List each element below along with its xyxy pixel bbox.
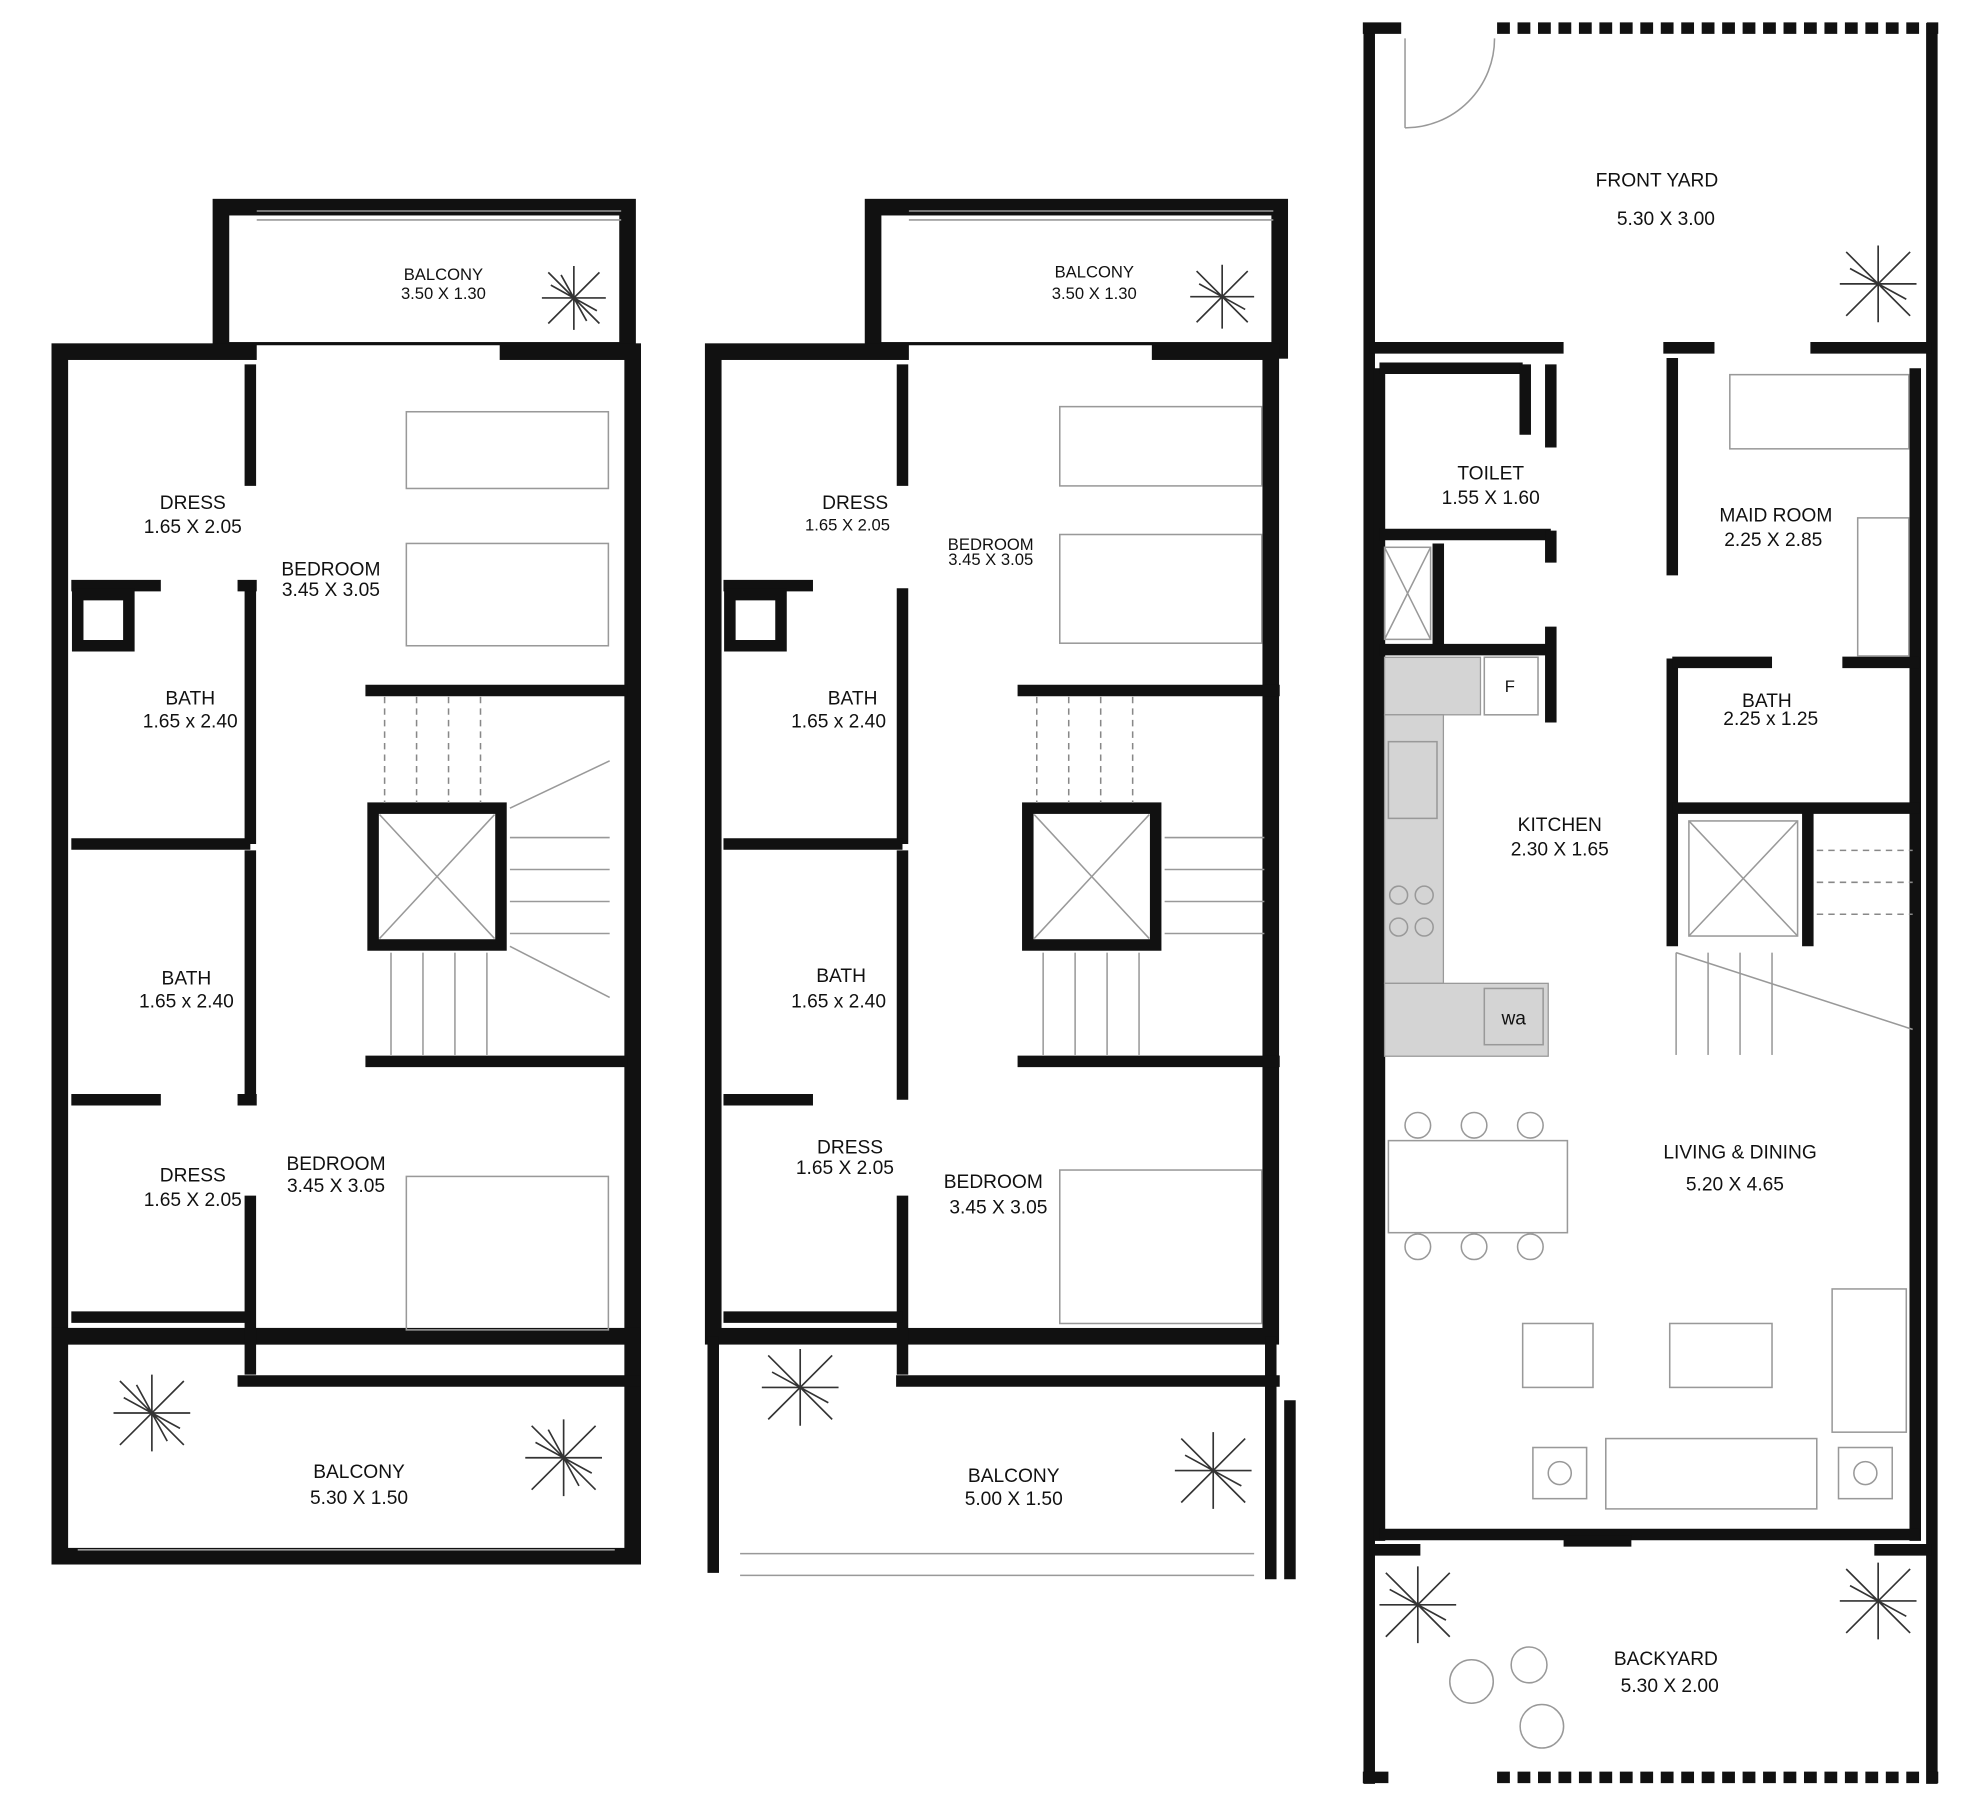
room-name: DRESS — [160, 1166, 226, 1187]
room-size: 3.45 X 3.05 — [949, 1198, 1047, 1219]
planters — [761, 264, 1255, 1509]
room-name: BATH — [165, 689, 215, 710]
room-labels: FRONT YARD 5.30 X 3.00 TOILET 1.55 X 1.6… — [1442, 171, 1833, 1697]
room-labels: BALCONY 3.50 X 1.30 DRESS 1.65 X 2.05 BE… — [791, 262, 1137, 1510]
beds — [1059, 405, 1263, 1325]
fridge-label: F — [1505, 677, 1515, 696]
plan-ground: F wa — [1362, 22, 1939, 1784]
room-name: BALCONY — [968, 1466, 1060, 1487]
room-size: 2.25 X 2.85 — [1724, 530, 1822, 551]
room-name: BATH — [828, 689, 878, 710]
room-name: TOILET — [1457, 464, 1524, 485]
room-size: 1.65 X 2.05 — [144, 1190, 242, 1211]
room-size: 1.65 X 2.05 — [144, 517, 242, 538]
room-size: 1.65 X 2.05 — [796, 1158, 894, 1179]
dining-table — [1387, 1111, 1569, 1261]
interior-walls — [723, 364, 1280, 1387]
room-name: BALCONY — [404, 265, 483, 284]
room-size: 3.45 X 3.05 — [282, 580, 380, 601]
bottom-balcony-wall — [51, 1327, 641, 1565]
room-name: BALCONY — [1055, 262, 1134, 281]
room-name: BEDROOM — [944, 1172, 1043, 1193]
room-name: LIVING & DINING — [1663, 1143, 1816, 1164]
interior-walls — [71, 364, 641, 1387]
staircase — [1035, 696, 1265, 1055]
kitchen-counter: F wa — [1383, 656, 1549, 1057]
room-size: 5.20 X 4.65 — [1686, 1174, 1784, 1195]
room-size: 5.30 X 3.00 — [1617, 209, 1715, 230]
room-name: BEDROOM — [286, 1154, 385, 1175]
interior-walls — [1369, 342, 1932, 1556]
room-name: KITCHEN — [1518, 815, 1602, 836]
room-name: BALCONY — [313, 1462, 405, 1483]
room-name: DRESS — [817, 1137, 883, 1158]
room-name: BACKYARD — [1614, 1649, 1718, 1670]
room-size: 5.30 X 1.50 — [310, 1488, 408, 1509]
room-size: 1.65 x 2.40 — [791, 712, 886, 733]
room-size: 5.30 X 2.00 — [1621, 1676, 1719, 1697]
plan-upper-a: BALCONY 3.50 X 1.30 DRESS 1.65 X 2.05 BE… — [51, 198, 641, 1565]
room-name: FRONT YARD — [1596, 171, 1719, 192]
room-name: DRESS — [160, 493, 226, 514]
room-name: BEDROOM — [281, 559, 380, 580]
beds — [405, 410, 610, 1331]
elevator-shaft — [1022, 802, 1162, 951]
beds — [1729, 373, 1910, 657]
planters — [113, 265, 606, 1497]
staircase — [1675, 849, 1913, 1055]
planters — [1379, 245, 1917, 1749]
room-size: 1.65 x 2.40 — [139, 992, 234, 1013]
room-name: BATH — [816, 966, 866, 987]
room-size: 2.30 X 1.65 — [1511, 839, 1609, 860]
room-size: 3.50 X 1.30 — [401, 284, 486, 303]
room-name: BATH — [1742, 691, 1792, 712]
room-size: 3.45 X 3.05 — [948, 550, 1033, 569]
room-size: 2.25 x 1.25 — [1723, 709, 1818, 730]
elevator-shaft — [367, 802, 507, 951]
room-size: 1.55 X 1.60 — [1442, 488, 1540, 509]
room-labels: BALCONY 3.50 X 1.30 DRESS 1.65 X 2.05 BE… — [139, 265, 486, 1509]
room-size: 1.65 x 2.40 — [143, 712, 238, 733]
washer-label: wa — [1500, 1008, 1526, 1029]
room-name: BEDROOM — [948, 535, 1034, 554]
room-name: MAID ROOM — [1719, 506, 1832, 527]
room-name: DRESS — [822, 493, 888, 514]
room-size: 1.65 x 2.40 — [791, 992, 886, 1013]
room-size: 3.45 X 3.05 — [287, 1176, 385, 1197]
staircase — [383, 696, 611, 1055]
room-size: 1.65 X 2.05 — [805, 516, 890, 535]
elevator-shaft — [1688, 820, 1799, 937]
living-furniture — [1521, 1288, 1908, 1510]
room-size: 5.00 X 1.50 — [965, 1489, 1063, 1510]
room-size: 3.50 X 1.30 — [1052, 284, 1137, 303]
plan-upper-b: BALCONY 3.50 X 1.30 DRESS 1.65 X 2.05 BE… — [704, 198, 1296, 1580]
room-name: BATH — [162, 969, 212, 990]
